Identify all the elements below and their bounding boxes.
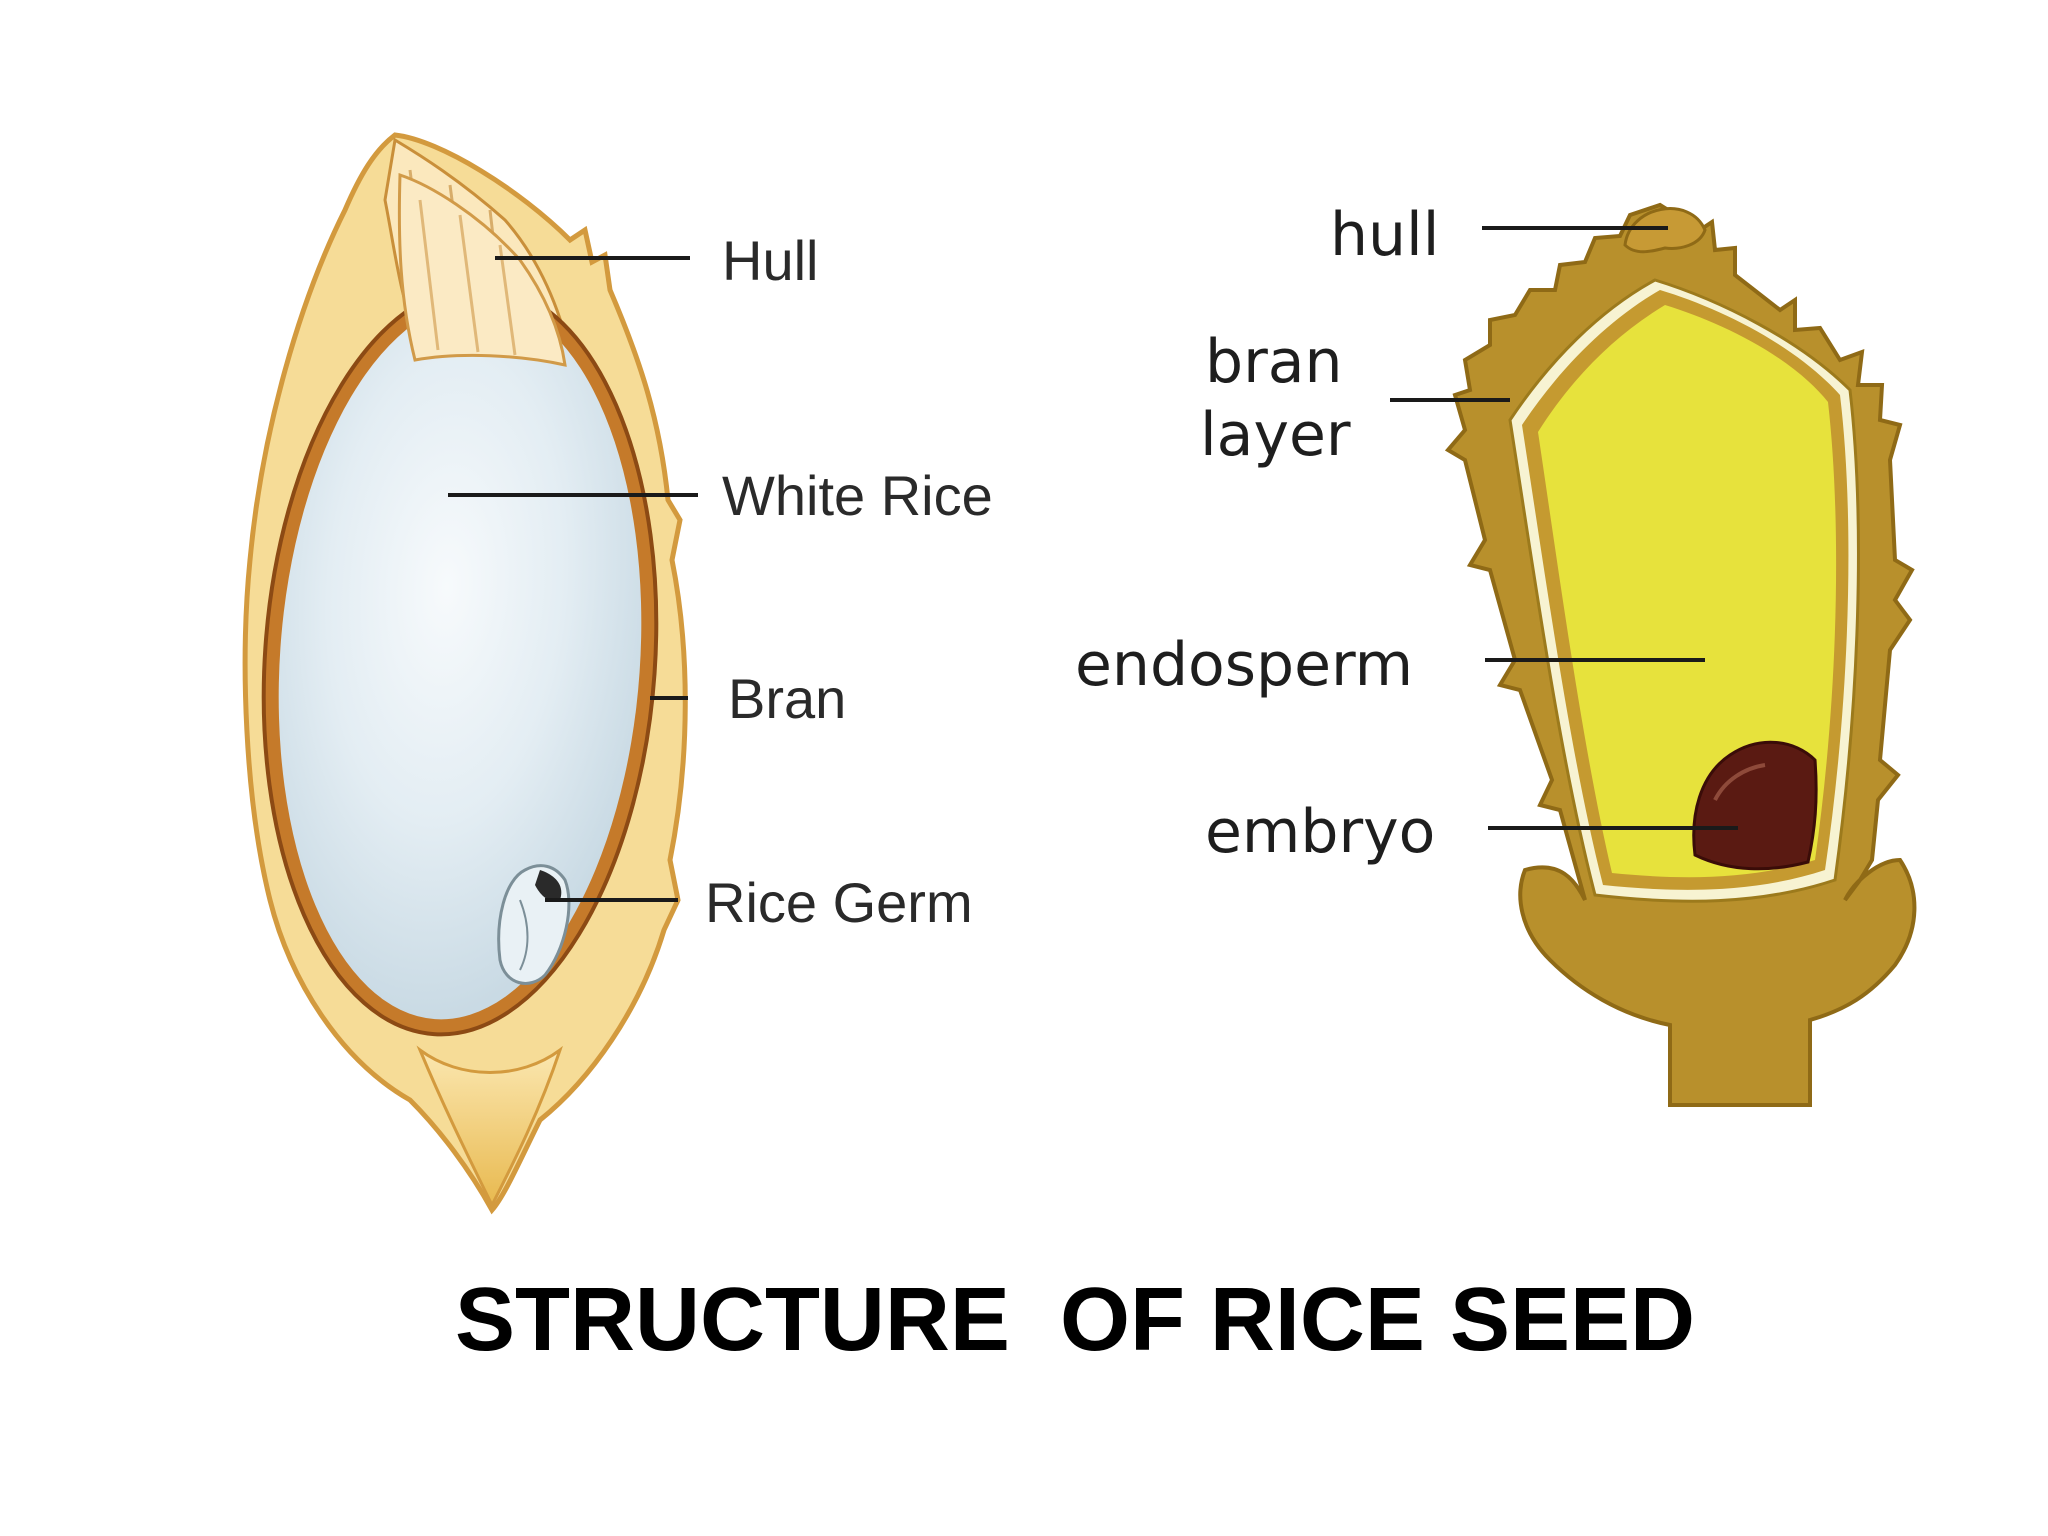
right-embryo-highlight: [1713, 763, 1766, 801]
right-seed: [1444, 202, 1917, 1107]
label-embryo: embryo: [1205, 797, 1435, 867]
right-leaders: [1390, 226, 1738, 830]
left-white-rice: [278, 300, 642, 1020]
right-hull-tip: [1623, 207, 1707, 254]
label-bran-line1: bran: [1205, 327, 1343, 397]
label-rice-germ: Rice Germ: [705, 871, 973, 934]
right-endosperm: [1538, 305, 1837, 878]
label-bran: Bran: [728, 667, 846, 730]
label-hull-right: hull: [1330, 200, 1439, 270]
label-white-rice: White Rice: [722, 464, 993, 527]
left-leaders: [448, 256, 698, 902]
label-bran-line2: layer: [1200, 400, 1351, 470]
right-embryo: [1692, 740, 1818, 871]
label-hull: Hull: [722, 229, 818, 292]
left-rice-germ: [497, 864, 571, 985]
left-seed: [242, 132, 688, 1215]
left-hull-tip: [416, 1045, 563, 1209]
label-endosperm: endosperm: [1075, 630, 1413, 700]
left-hull-cap: [397, 172, 567, 367]
diagram-title: STRUCTURE OF RICE SEED: [455, 1270, 1695, 1370]
left-hull-cap-veins: [418, 199, 517, 356]
